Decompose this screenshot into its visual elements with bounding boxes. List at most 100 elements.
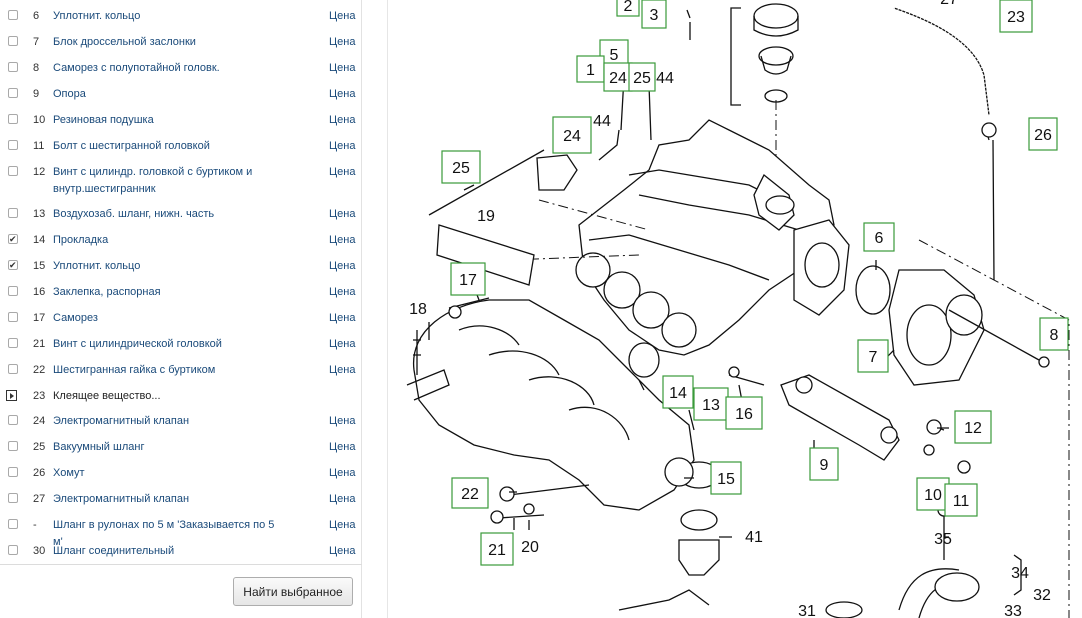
callout-label: 17 <box>459 272 477 289</box>
part-name-link[interactable]: Шланг соединительный <box>53 545 175 557</box>
part-name-link[interactable]: Винт с цилиндр. головкой с буртиком и вн… <box>53 166 253 195</box>
part-name-link[interactable]: Болт с шестигранной головкой <box>53 140 210 152</box>
part-checkbox[interactable] <box>8 88 18 98</box>
callout-25[interactable]: 25 <box>441 150 481 184</box>
part-name-link[interactable]: Саморез <box>53 312 98 324</box>
diagram-label-32: 32 <box>1033 587 1051 604</box>
price-link[interactable]: Цена <box>329 260 356 272</box>
part-name-link[interactable]: Резиновая подушка <box>53 114 154 126</box>
callout-24[interactable]: 24 <box>603 62 633 92</box>
price-link[interactable]: Цена <box>329 519 356 531</box>
part-checkbox[interactable] <box>8 286 18 296</box>
diagram-label-19: 19 <box>477 208 495 225</box>
callout-8[interactable]: 8 <box>1039 317 1069 351</box>
part-checkbox[interactable] <box>8 166 18 176</box>
part-name-link[interactable]: Воздухозаб. шланг, нижн. часть <box>53 208 215 220</box>
part-name-link[interactable]: Шестигранная гайка с буртиком <box>53 364 216 376</box>
part-checkbox[interactable] <box>8 62 18 72</box>
price-link[interactable]: Цена <box>329 364 356 376</box>
price-link[interactable]: Цена <box>329 441 356 453</box>
part-name-link[interactable]: Опора <box>53 88 86 100</box>
price-link[interactable]: Цена <box>329 36 356 48</box>
callout-21[interactable]: 21 <box>480 532 514 566</box>
price-link[interactable]: Цена <box>329 166 356 178</box>
price-link[interactable]: Цена <box>329 467 356 479</box>
callout-23[interactable]: 23 <box>999 0 1033 33</box>
callout-1[interactable]: 1 <box>576 55 605 83</box>
part-number: 30 <box>33 545 46 557</box>
price-link[interactable]: Цена <box>329 338 356 350</box>
price-link[interactable]: Цена <box>329 10 356 22</box>
callout-label: 9 <box>820 457 829 474</box>
part-checkbox[interactable] <box>8 208 18 218</box>
part-checkbox[interactable] <box>8 545 18 555</box>
callout-17[interactable]: 17 <box>450 262 486 296</box>
part-name-link[interactable]: Заклепка, распорная <box>53 286 161 298</box>
part-checkbox[interactable] <box>8 36 18 46</box>
callout-25[interactable]: 25 <box>628 62 656 92</box>
part-checkbox[interactable] <box>8 364 18 374</box>
callout-26[interactable]: 26 <box>1028 117 1058 151</box>
callout-44[interactable]: 44 <box>656 70 674 87</box>
part-checkbox[interactable] <box>8 493 18 503</box>
part-checkbox[interactable] <box>8 467 18 477</box>
price-link[interactable]: Цена <box>329 208 356 220</box>
part-checkbox[interactable] <box>8 257 18 274</box>
part-checkbox[interactable] <box>8 231 18 248</box>
part-name-link[interactable]: Клеящее вещество... <box>53 390 161 402</box>
callout-15[interactable]: 15 <box>710 461 742 495</box>
part-checkbox[interactable] <box>8 519 18 529</box>
callout-3[interactable]: 3 <box>641 0 667 29</box>
callout-9[interactable]: 9 <box>809 447 839 481</box>
callout-14[interactable]: 14 <box>662 375 694 409</box>
part-name-link[interactable]: Электромагнитный клапан <box>53 493 190 505</box>
part-name-link[interactable]: Электромагнитный клапан <box>53 415 190 427</box>
price-link[interactable]: Цена <box>329 493 356 505</box>
price-link[interactable]: Цена <box>329 415 356 427</box>
part-number: 16 <box>33 286 46 298</box>
price-link[interactable]: Цена <box>329 545 356 557</box>
part-checkbox[interactable] <box>8 10 18 20</box>
price-link[interactable]: Цена <box>329 88 356 100</box>
callout-10[interactable]: 10 <box>916 477 950 511</box>
callout-6[interactable]: 6 <box>863 222 895 252</box>
part-checkbox[interactable] <box>8 114 18 124</box>
part-name-link[interactable]: Вакуумный шланг <box>53 441 145 453</box>
callout-label: 25 <box>452 160 470 177</box>
part-name-link[interactable]: Шланг в рулонах по 5 м 'Заказывается по … <box>53 519 275 548</box>
callout-11[interactable]: 11 <box>944 483 978 517</box>
part-name-link[interactable]: Уплотнит. кольцо <box>53 10 141 22</box>
expand-arrow-icon[interactable] <box>6 390 17 401</box>
part-checkbox[interactable] <box>8 415 18 425</box>
part-name-link[interactable]: Хомут <box>53 467 85 479</box>
part-checkbox[interactable] <box>8 441 18 451</box>
callout-13[interactable]: 13 <box>693 387 729 421</box>
price-link[interactable]: Цена <box>329 114 356 126</box>
part-checkbox[interactable] <box>8 338 18 348</box>
part-name-link[interactable]: Уплотнит. кольцо <box>53 260 141 272</box>
part-name-link[interactable]: Винт с цилиндрической головкой <box>53 338 222 350</box>
callout-2[interactable]: 2 <box>616 0 640 17</box>
part-name-link[interactable]: Саморез с полупотайной головк. <box>53 62 220 74</box>
find-selected-button[interactable]: Найти выбранное <box>233 577 353 606</box>
part-name-link[interactable]: Блок дроссельной заслонки <box>53 36 196 48</box>
part-name-link[interactable]: Прокладка <box>53 234 109 246</box>
price-link[interactable]: Цена <box>329 286 356 298</box>
part-checkbox[interactable] <box>8 312 18 322</box>
callout-24[interactable]: 24 <box>552 116 592 154</box>
callout-12[interactable]: 12 <box>954 410 992 444</box>
callout-box <box>725 396 763 430</box>
callout-22[interactable]: 22 <box>451 477 489 509</box>
callout-16[interactable]: 16 <box>725 396 763 430</box>
callout-box <box>451 477 489 509</box>
part-checkbox[interactable] <box>8 140 18 150</box>
part-number: - <box>33 519 37 531</box>
callout-7[interactable]: 7 <box>857 339 889 373</box>
callout-label: 21 <box>488 542 506 559</box>
price-link[interactable]: Цена <box>329 62 356 74</box>
callout-box <box>1039 317 1069 351</box>
price-link[interactable]: Цена <box>329 234 356 246</box>
price-link[interactable]: Цена <box>329 312 356 324</box>
price-link[interactable]: Цена <box>329 140 356 152</box>
